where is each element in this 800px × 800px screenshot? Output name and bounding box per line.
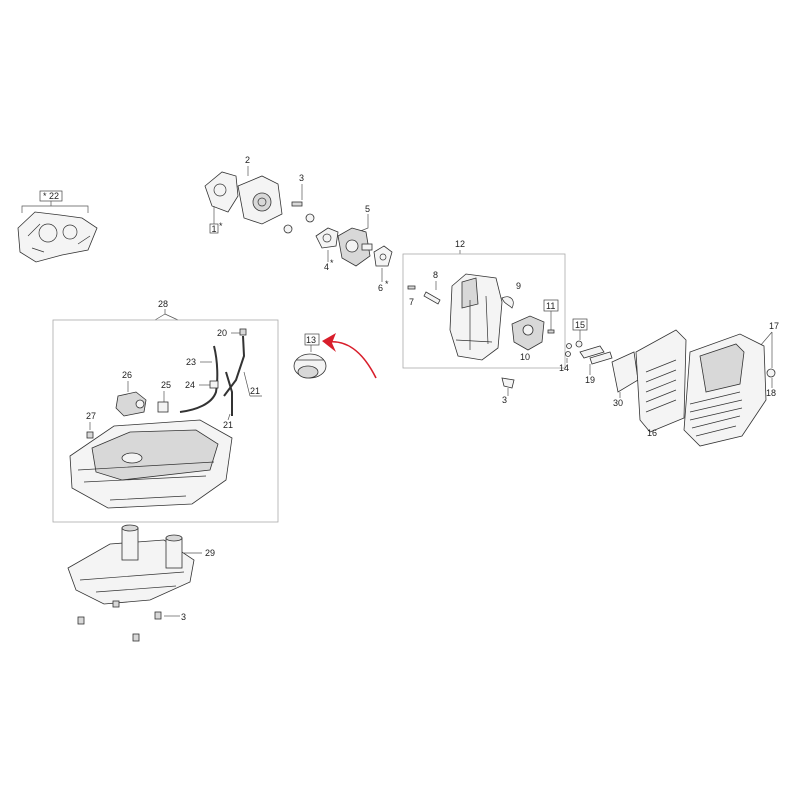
part-3-screws-bottom[interactable]: 3 bbox=[77, 600, 186, 642]
part-23-fuel-hose[interactable]: 23 bbox=[179, 345, 219, 413]
part-20-label: 20 bbox=[217, 328, 227, 338]
part-3-top-label: 3 bbox=[299, 173, 304, 183]
part-30-filter-element[interactable]: 30 bbox=[611, 351, 639, 408]
part-17-cylinder-cover[interactable]: 17 bbox=[683, 321, 779, 447]
part-20-fitting[interactable]: 20 bbox=[217, 328, 247, 338]
part-3-screw-top[interactable]: 3 bbox=[283, 173, 315, 234]
part-6-star: * bbox=[385, 279, 389, 289]
part-22-gasket-set[interactable]: * 22 bbox=[17, 190, 98, 263]
part-30-label: 30 bbox=[613, 398, 623, 408]
part-3-mid-label: 3 bbox=[502, 395, 507, 405]
part-8-label: 8 bbox=[433, 270, 438, 280]
part-27-label: 27 bbox=[86, 411, 96, 421]
group-28-frame bbox=[52, 319, 279, 523]
part-16-filter-cover[interactable]: 16 bbox=[635, 329, 687, 438]
part-22-bracket bbox=[21, 201, 89, 213]
part-14-label: 14 bbox=[559, 363, 569, 373]
part-29-base-plate[interactable]: 29 bbox=[67, 524, 215, 605]
part-29-label: 29 bbox=[205, 548, 215, 558]
part-3-screw-mid[interactable]: 3 bbox=[501, 377, 515, 405]
part-9-label: 9 bbox=[516, 281, 521, 291]
part-19-screws[interactable]: 19 bbox=[579, 345, 613, 385]
part-28-label: 28 bbox=[158, 299, 168, 309]
part-2-intake-plate[interactable]: 2 bbox=[237, 155, 283, 225]
part-7-screw[interactable]: 7 bbox=[407, 285, 416, 307]
part-23-label: 23 bbox=[186, 357, 196, 367]
red-indicator-arrow bbox=[322, 333, 377, 379]
part-16-label: 16 bbox=[647, 428, 657, 438]
part-25-label: 25 bbox=[161, 380, 171, 390]
part-21-label-lower: 21 bbox=[223, 420, 233, 430]
part-25-filter[interactable]: 25 bbox=[157, 380, 171, 413]
part-5-carburetor[interactable]: 5 bbox=[337, 204, 373, 267]
part-24-connector[interactable]: 24 bbox=[185, 380, 219, 390]
part-14-washer[interactable]: 14 bbox=[559, 343, 572, 374]
part-4-label: 4 bbox=[324, 262, 329, 272]
part-2-label: 2 bbox=[245, 155, 250, 165]
part-7-label: 7 bbox=[409, 297, 414, 307]
part-4-gasket[interactable]: 4 * bbox=[315, 227, 339, 272]
part-10-label: 10 bbox=[520, 352, 530, 362]
part-5-label: 5 bbox=[365, 204, 370, 214]
part-1-label: 1 bbox=[212, 224, 217, 234]
part-12-label: 12 bbox=[455, 239, 465, 249]
part-21-label-right: 21 bbox=[250, 386, 260, 396]
part-21-fuel-hose[interactable]: 21 21 bbox=[223, 335, 262, 430]
part-6-gasket[interactable]: 6 * bbox=[373, 245, 393, 293]
part-18-nut[interactable]: 18 bbox=[766, 368, 776, 398]
group-12-frame bbox=[402, 253, 566, 369]
part-22-star: * bbox=[43, 191, 47, 201]
part-27-screw[interactable]: 27 bbox=[86, 411, 96, 439]
gasket-sheet bbox=[17, 211, 98, 263]
part-15-label: 15 bbox=[575, 320, 585, 330]
part-9-clip[interactable]: 9 bbox=[501, 281, 521, 309]
part-13-filter-cap[interactable]: 13 bbox=[293, 333, 327, 379]
part-1-gasket[interactable]: 1 * bbox=[204, 171, 239, 234]
part-17-label: 17 bbox=[769, 321, 779, 331]
part-3-bottom-label: 3 bbox=[181, 612, 186, 622]
part-13-label: 13 bbox=[306, 335, 316, 345]
part-6-label: 6 bbox=[378, 283, 383, 293]
part-26-label: 26 bbox=[122, 370, 132, 380]
part-19-label: 19 bbox=[585, 375, 595, 385]
part-24-label: 24 bbox=[185, 380, 195, 390]
part-12-filter-housing-group[interactable]: 12 bbox=[402, 239, 566, 369]
part-4-star: * bbox=[330, 258, 334, 268]
part-8-pin[interactable]: 8 bbox=[423, 270, 441, 305]
part-11-screw[interactable]: 11 bbox=[543, 299, 559, 334]
part-22-label: 22 bbox=[49, 191, 59, 201]
part-26-fuel-pump[interactable]: 26 bbox=[115, 370, 147, 417]
part-11-label: 11 bbox=[546, 301, 555, 311]
part-18-label: 18 bbox=[766, 388, 776, 398]
part-13-label-box bbox=[304, 333, 320, 346]
part-10-choke-lever[interactable]: 10 bbox=[511, 315, 545, 362]
part-28-fuel-tank-group[interactable]: 28 bbox=[52, 299, 279, 523]
part-15-washer[interactable]: 15 bbox=[572, 318, 588, 348]
part-1-star: * bbox=[219, 221, 223, 231]
